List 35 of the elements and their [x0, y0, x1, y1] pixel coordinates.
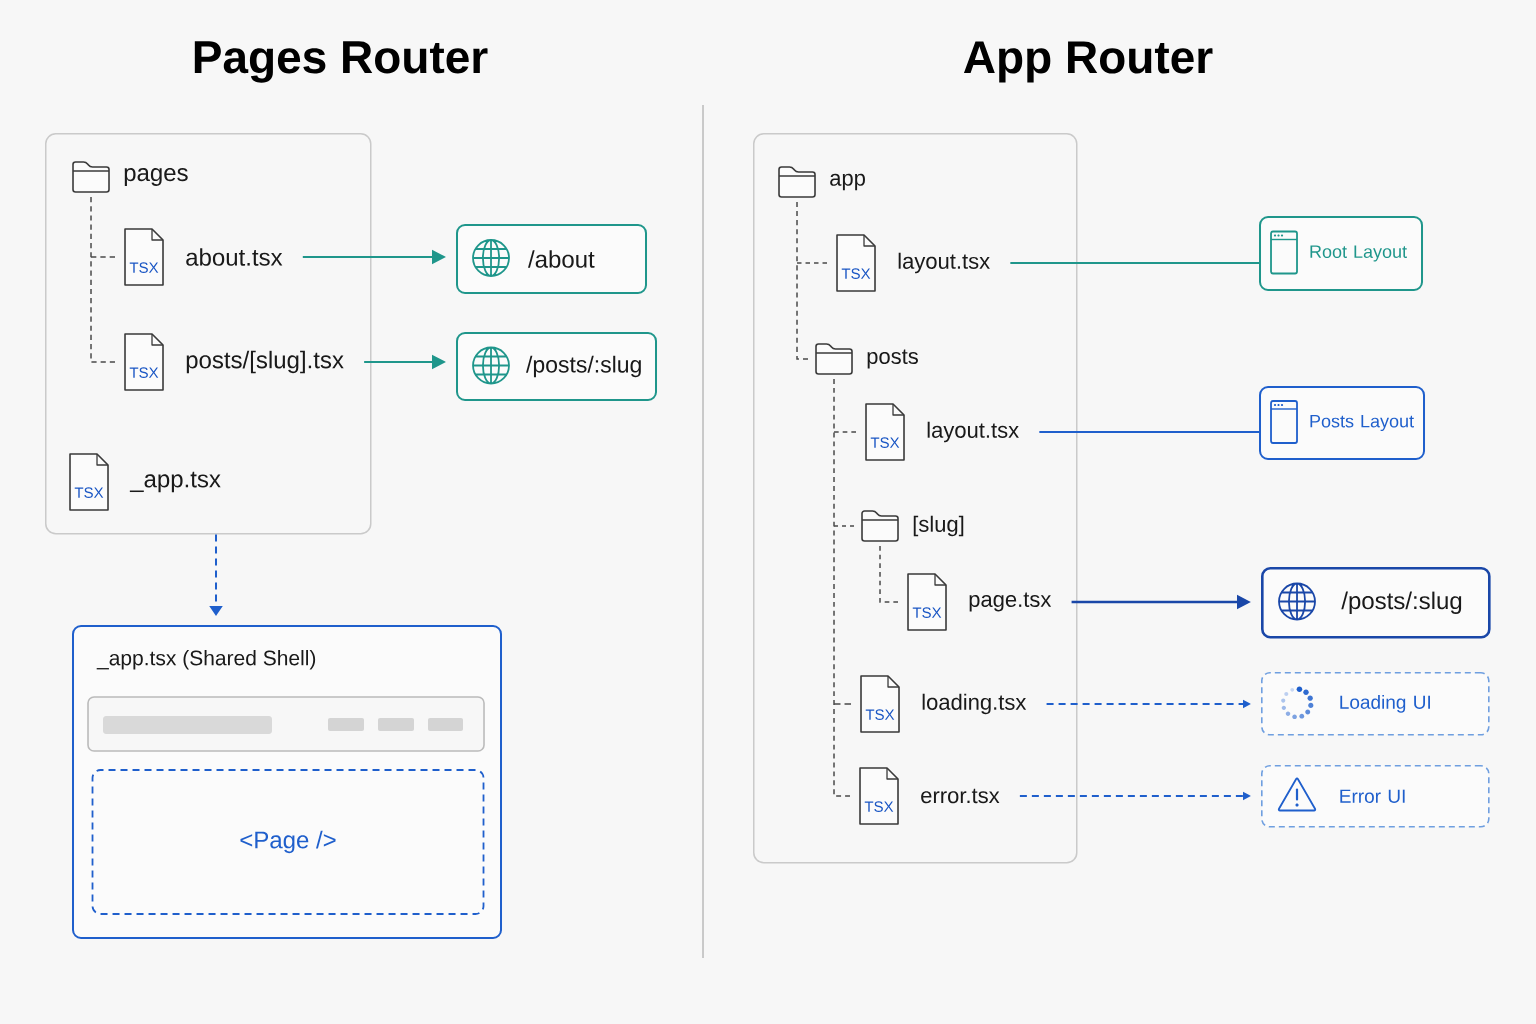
tree-line — [90, 196, 116, 363]
connector-line — [1009, 262, 1260, 264]
panel — [45, 133, 372, 535]
heading: App Router — [963, 41, 1213, 83]
tree-line — [879, 545, 899, 603]
route-box: /about — [456, 224, 647, 294]
folder-name: app — [830, 173, 865, 191]
folder-name: pages — [124, 168, 188, 186]
folder-name: posts — [867, 349, 918, 369]
tree-line — [833, 703, 852, 705]
tree-line — [90, 256, 116, 258]
file-name: page.tsx — [969, 592, 1052, 612]
connector-line — [1038, 431, 1260, 433]
error-box: Error UI — [1261, 765, 1490, 828]
layout-box: Posts Layout — [1259, 386, 1425, 460]
file-name: error.tsx — [921, 788, 1000, 804]
tree-line — [796, 262, 828, 264]
tree-line — [833, 431, 857, 433]
panel — [753, 133, 1078, 864]
file-name: layout.tsx — [898, 252, 990, 274]
file-name: layout.tsx — [927, 421, 1019, 443]
file-name: _app.tsx — [129, 471, 221, 493]
file-name: posts/[slug].tsx — [186, 350, 344, 374]
layout-box: Root Layout — [1259, 216, 1423, 291]
page-slot-box: <Page /> — [91, 769, 485, 915]
tree-line — [796, 201, 809, 360]
file-name: about.tsx — [186, 248, 283, 266]
folder-name: [slug] — [913, 515, 964, 537]
route-box: /posts/:slug — [1261, 567, 1491, 639]
file-name: loading.tsx — [922, 693, 1027, 715]
loading-box: Loading UI — [1261, 672, 1490, 736]
tree-line — [833, 378, 851, 797]
route-box: /posts/:slug — [456, 332, 657, 401]
tree-line — [833, 525, 855, 527]
heading: Pages Router — [194, 41, 488, 83]
